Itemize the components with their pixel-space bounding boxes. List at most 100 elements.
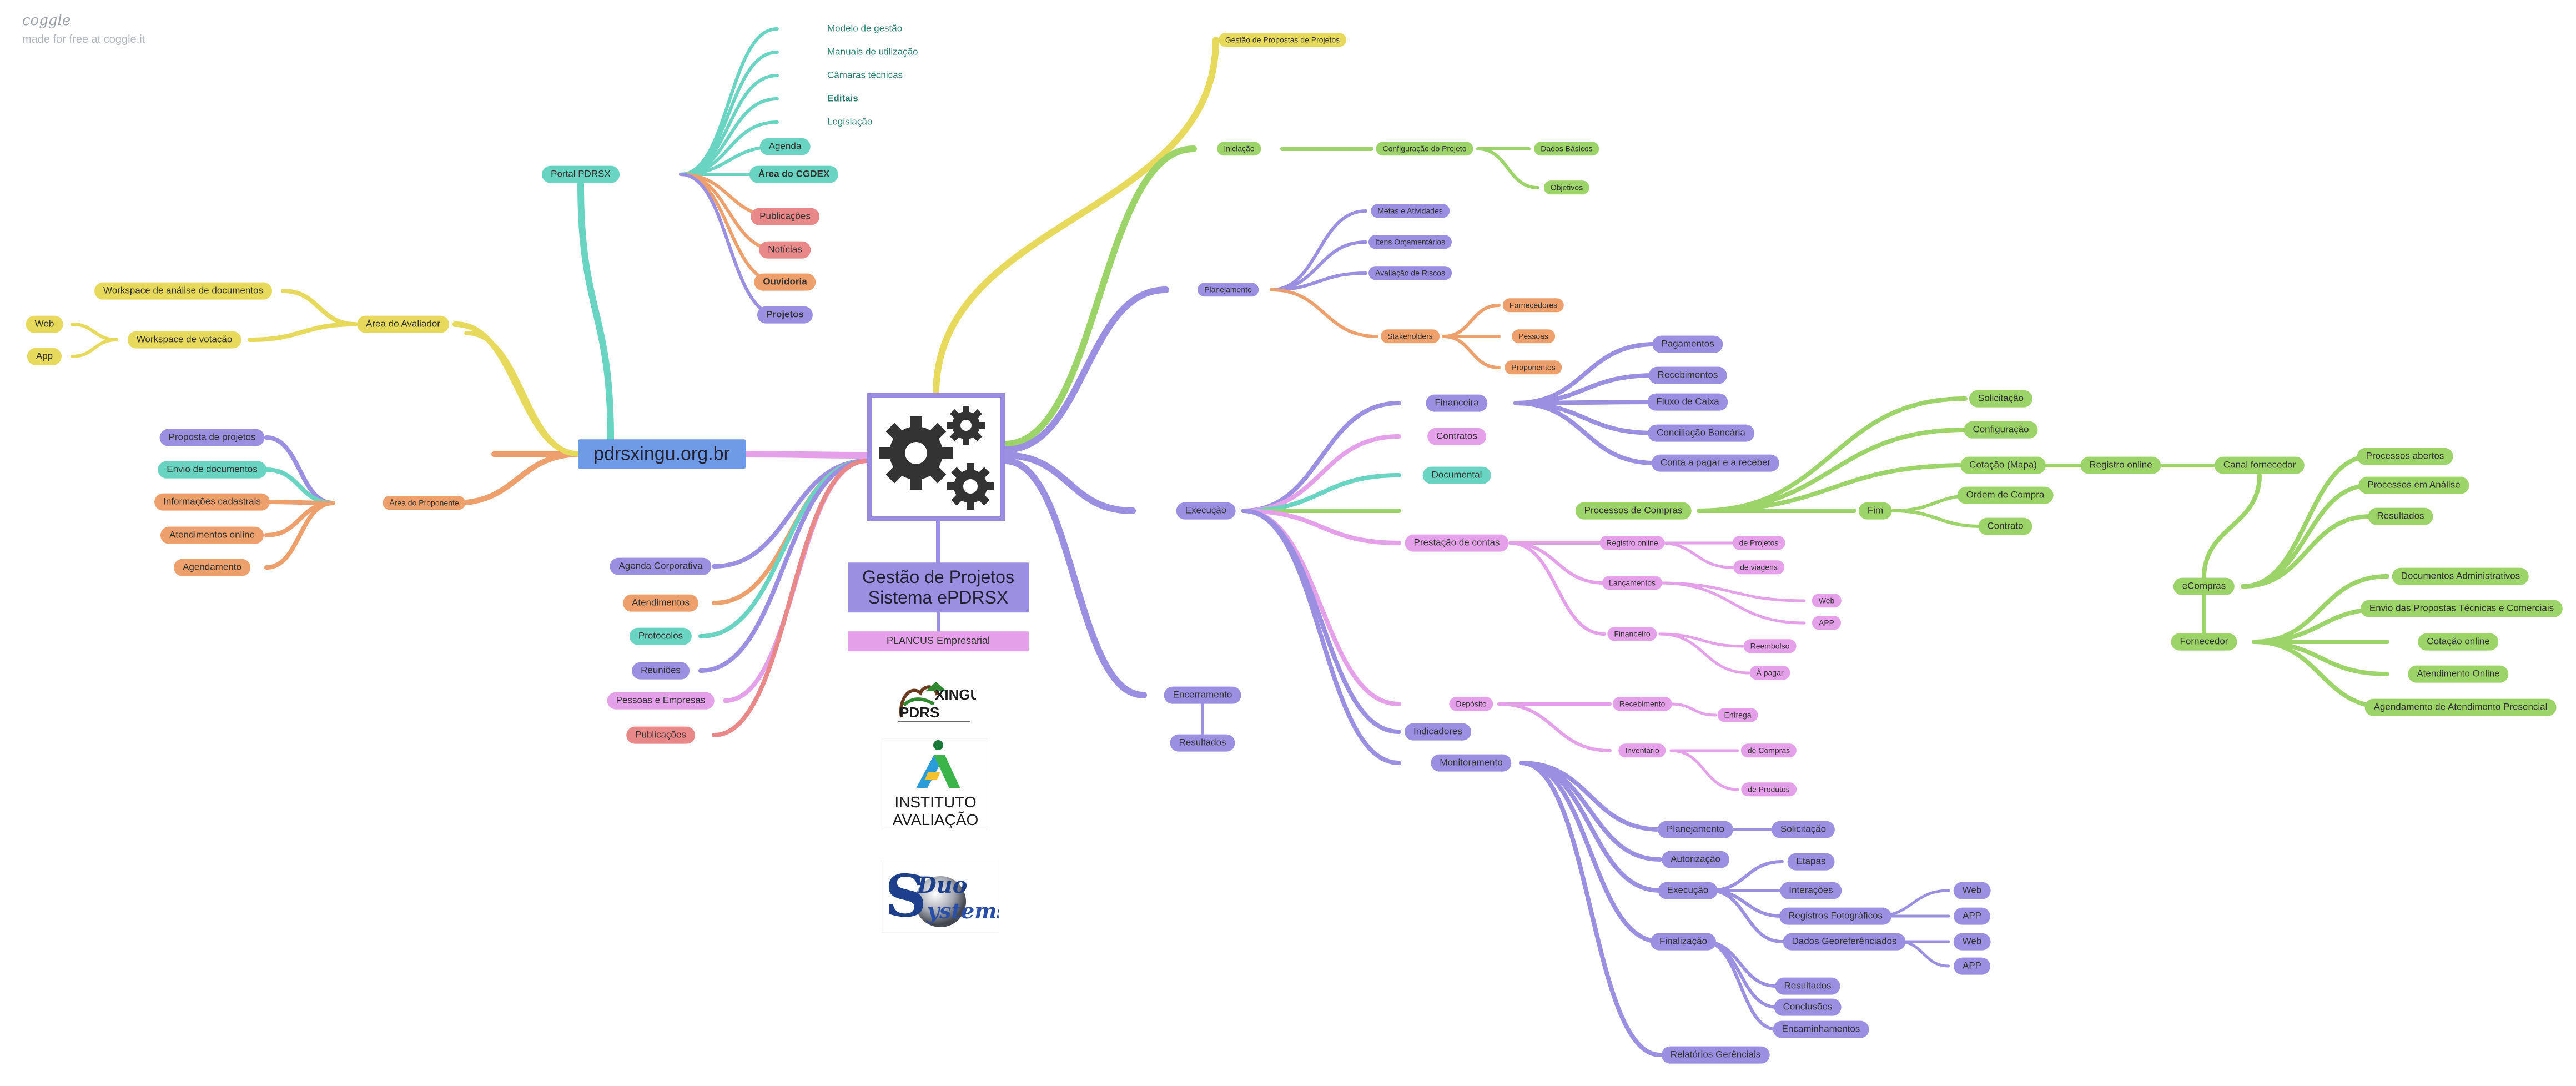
node-fornecedor[interactable]: Fornecedor [2171, 633, 2237, 651]
node-de-produtos[interactable]: de Produtos [1741, 782, 1797, 797]
node-conclusoes[interactable]: Conclusões [1774, 998, 1842, 1016]
node-web-m2[interactable]: Web [1953, 933, 1991, 951]
node-docs-admin[interactable]: Documentos Administrativos [2392, 567, 2529, 585]
node-resultados-c[interactable]: Resultados [2368, 507, 2433, 525]
node-manuais[interactable]: Manuais de utilização [827, 46, 918, 57]
node-proposta[interactable]: Proposta de projetos [159, 429, 265, 446]
node-cotacao-online[interactable]: Cotação online [2418, 633, 2499, 651]
node-agendamento[interactable]: Agendamento [174, 559, 250, 576]
node-plancus[interactable]: PLANCUS Empresarial [847, 631, 1029, 651]
node-proc-compras[interactable]: Processos de Compras [1575, 502, 1692, 520]
node-envio-propostas[interactable]: Envio das Propostas Técnicas e Comerciai… [2360, 600, 2563, 617]
node-protocolos[interactable]: Protocolos [629, 627, 692, 645]
node-pessoas[interactable]: Pessoas [1512, 329, 1555, 344]
node-resultados-m[interactable]: Resultados [1775, 977, 1840, 995]
node-itens-orc[interactable]: Itens Orçamentários [1368, 235, 1452, 249]
node-area-avaliador[interactable]: Área do Avaliador [357, 315, 449, 333]
node-prest-contas[interactable]: Prestação de contas [1405, 534, 1509, 552]
node-encaminhamentos[interactable]: Encaminhamentos [1773, 1020, 1869, 1038]
node-agend-presencial[interactable]: Agendamento de Atendimento Presencial [2364, 698, 2557, 716]
node-ecompras[interactable]: eCompras [2173, 577, 2235, 595]
node-envio-docs[interactable]: Envio de documentos [158, 461, 266, 479]
node-recebimento[interactable]: Recebimento [1612, 697, 1672, 711]
node-inventario[interactable]: Inventário [1618, 743, 1666, 758]
node-portal[interactable]: pdrsxingu.org.br [578, 439, 746, 469]
node-de-projetos[interactable]: de Projetos [1732, 536, 1785, 550]
node-indicadores[interactable]: Indicadores [1405, 723, 1471, 741]
node-portal-pdrsx[interactable]: Portal PDRSX [542, 165, 620, 183]
node-app-m2[interactable]: APP [1953, 957, 1991, 975]
node-financeiro[interactable]: Financeiro [1607, 627, 1657, 641]
node-finalizacao[interactable]: Finalização [1651, 933, 1716, 951]
node-proc-analise[interactable]: Processos em Análise [2358, 476, 2469, 494]
node-stakeholders[interactable]: Stakeholders [1381, 329, 1440, 344]
node-info-cad[interactable]: Informações cadastrais [154, 493, 270, 511]
node-app-l[interactable]: App [27, 348, 62, 365]
node-iniciacao[interactable]: Iniciação [1217, 142, 1261, 156]
node-publicacoes2[interactable]: Publicações [626, 726, 695, 744]
node-a-pagar[interactable]: À pagar [1749, 666, 1790, 680]
node-web-p[interactable]: Web [1812, 594, 1842, 608]
node-proponentes[interactable]: Proponentes [1505, 360, 1562, 375]
node-app-m1[interactable]: APP [1953, 907, 1991, 925]
node-lancamentos[interactable]: Lançamentos [1602, 576, 1663, 590]
node-web-m1[interactable]: Web [1953, 882, 1991, 899]
node-atend-online-r[interactable]: Atendimento Online [2408, 665, 2509, 683]
node-area-proponente[interactable]: Área do Proponente [383, 496, 466, 510]
node-reg-foto[interactable]: Registros Fotográficos [1779, 907, 1892, 925]
node-deposito[interactable]: Depósito [1449, 697, 1493, 711]
node-recebimentos[interactable]: Recebimentos [1648, 366, 1727, 384]
node-dados-basicos[interactable]: Dados Básicos [1534, 142, 1599, 156]
node-m-execucao[interactable]: Execução [1658, 882, 1718, 899]
node-agenda[interactable]: Agenda [759, 138, 811, 155]
node-reembolso[interactable]: Reembolso [1743, 639, 1797, 653]
node-execucao[interactable]: Execução [1176, 502, 1236, 520]
node-reunioes[interactable]: Reuniões [632, 662, 690, 680]
node-contratos[interactable]: Contratos [1427, 428, 1486, 445]
node-m-solicitacao[interactable]: Solicitação [1771, 821, 1835, 838]
node-camaras[interactable]: Câmaras técnicas [827, 69, 903, 81]
node-registro-online-c[interactable]: Registro online [2080, 456, 2161, 474]
node-ws-votacao[interactable]: Workspace de votação [127, 331, 242, 349]
node-planejamento[interactable]: Planejamento [1198, 283, 1259, 297]
node-entrega[interactable]: Entrega [1717, 708, 1758, 722]
node-pagamentos[interactable]: Pagamentos [1652, 335, 1723, 353]
node-gestao-propostas[interactable]: Gestão de Propostas de Projetos [1218, 33, 1347, 47]
node-atendimentos[interactable]: Atendimentos [623, 594, 698, 612]
node-fluxo-caixa[interactable]: Fluxo de Caixa [1647, 393, 1728, 411]
node-agenda-corp[interactable]: Agenda Corporativa [610, 557, 712, 575]
node-area-cgdex[interactable]: Área do CGDEX [749, 165, 839, 183]
node-documental[interactable]: Documental [1422, 466, 1491, 484]
node-editais[interactable]: Editais [827, 93, 858, 104]
node-cotacao[interactable]: Cotação (Mapa) [1960, 456, 2046, 474]
node-pessoas-emp[interactable]: Pessoas e Empresas [607, 692, 715, 710]
node-center-title[interactable]: Gestão de Projetos Sistema ePDRSX [848, 562, 1029, 612]
node-ouvidoria[interactable]: Ouvidoria [754, 273, 816, 291]
node-proc-abertos[interactable]: Processos abertos [2357, 448, 2453, 465]
node-contrato[interactable]: Contrato [1978, 517, 2032, 535]
node-conta-pagar[interactable]: Conta a pagar e a receber [1651, 454, 1780, 472]
node-relatorios[interactable]: Relatórios Gerênciais [1661, 1046, 1770, 1064]
node-dados-geo[interactable]: Dados Georeferênciados [1783, 933, 1906, 951]
node-config-proj[interactable]: Configuração do Projeto [1376, 142, 1473, 156]
node-autorizacao[interactable]: Autorização [1662, 851, 1729, 868]
node-noticias[interactable]: Notícias [759, 241, 811, 259]
node-aval-riscos[interactable]: Avaliação de Riscos [1368, 266, 1452, 280]
node-monitoramento[interactable]: Monitoramento [1431, 754, 1512, 772]
node-legislacao[interactable]: Legislação [827, 116, 873, 127]
node-conciliacao[interactable]: Conciliação Bancária [1648, 424, 1754, 442]
node-objetivos[interactable]: Objetivos [1543, 180, 1590, 195]
node-interacoes[interactable]: Interações [1780, 882, 1842, 899]
node-metas[interactable]: Metas e Atividades [1371, 204, 1450, 218]
coggle-brand[interactable]: coggle [22, 12, 71, 29]
node-canal-fornecedor[interactable]: Canal fornecedor [2214, 456, 2305, 474]
node-fornecedores[interactable]: Fornecedores [1502, 298, 1564, 313]
node-modelo[interactable]: Modelo de gestão [827, 23, 903, 34]
node-atend-online-l[interactable]: Atendimentos online [160, 526, 264, 544]
node-encerramento[interactable]: Encerramento [1164, 686, 1241, 704]
node-projetos[interactable]: Projetos [757, 306, 813, 324]
node-publicacoes1[interactable]: Publicações [751, 208, 819, 225]
node-m-planejamento[interactable]: Planejamento [1658, 821, 1733, 838]
node-web-l[interactable]: Web [26, 315, 63, 333]
node-resultados-e[interactable]: Resultados [1170, 734, 1235, 752]
